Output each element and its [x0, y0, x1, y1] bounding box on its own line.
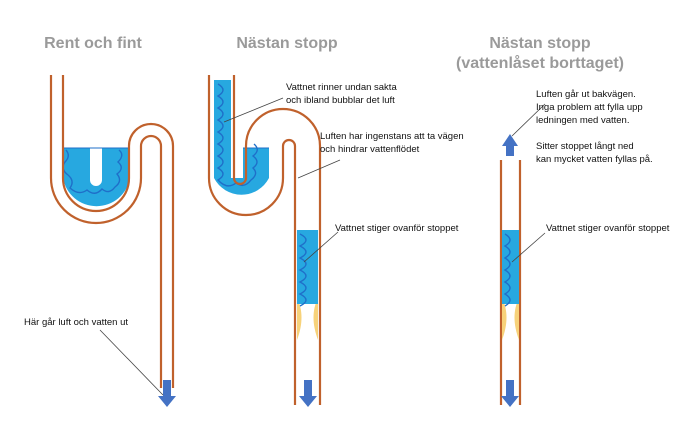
blockage [502, 298, 519, 340]
annotation-line: Luften har ingenstans att ta vägen [320, 131, 464, 142]
air-up-arrow-icon [502, 134, 518, 156]
standing-water-fill [297, 230, 318, 304]
annotation-line: Vattnet stiger ovanför stoppet [546, 223, 670, 234]
annotation-outflow: Här går luft och vatten ut [24, 316, 128, 329]
standing-water-fill [502, 230, 519, 304]
panel-trap-removed [499, 103, 546, 407]
leader-line [223, 97, 284, 123]
title-line: (vattenlåset borttaget) [455, 55, 625, 72]
trap-pipe-outer-wall [49, 75, 163, 388]
outflow-arrow-icon [299, 380, 317, 407]
outflow-arrow-icon [158, 380, 176, 407]
annotation-line: ledningen med vatten. [536, 115, 630, 126]
standing-water-squiggle [503, 233, 511, 307]
annotation-line: och hindrar vattenflödet [320, 144, 420, 155]
trap-pipe-inner-wall [61, 75, 175, 388]
title-line: Nästan stopp [236, 35, 338, 52]
annotation-line: kan mycket vatten fyllas på. [536, 154, 653, 165]
annotation-deep-blockage: Sitter stoppet långt ned kan mycket vatt… [536, 140, 653, 166]
annotation-line: Här går luft och vatten ut [24, 317, 129, 328]
annotation-line: Luften går ut bakvägen. [536, 89, 636, 100]
panel-title-clean: Rent och fint [38, 34, 148, 54]
annotation-slow-drain: Vattnet rinner undan sakta och ibland bu… [286, 81, 397, 107]
pipe-outer-wall [207, 75, 297, 405]
annotation-water-rises: Vattnet stiger ovanför stoppet [335, 222, 458, 235]
annotation-line: Inga problem att fylla upp [536, 102, 643, 113]
annotation-line: och ibland bubblar det luft [286, 95, 395, 106]
leader-line-outflow [99, 329, 164, 396]
inlet-water-squiggle [216, 83, 258, 187]
leader-line [511, 103, 546, 137]
annotation-line: Vattnet stiger ovanför stoppet [335, 223, 459, 234]
annotation-line: Vattnet rinner undan sakta [286, 82, 397, 93]
title-line: Nästan stopp [489, 35, 591, 52]
leader-line [303, 231, 339, 263]
panel-nearly-blocked [207, 75, 341, 407]
trap-water-fill [63, 148, 130, 207]
panel-title-nearly-blocked: Nästan stopp [232, 34, 342, 54]
outflow-arrow-icon [501, 380, 519, 407]
standing-water-squiggle [298, 233, 307, 307]
leader-line [297, 159, 341, 179]
annotation-line: Sitter stoppet långt ned [536, 141, 634, 152]
annotation-air-escapes: Luften går ut bakvägen. Inga problem att… [536, 88, 643, 127]
title-line: Rent och fint [44, 35, 142, 52]
blockage [297, 298, 318, 340]
annotation-water-rises: Vattnet stiger ovanför stoppet [546, 222, 669, 235]
panel-clean-trap [49, 75, 176, 407]
annotation-trapped-air: Luften har ingenstans att ta vägen och h… [320, 130, 464, 156]
leader-line [511, 232, 546, 263]
pipe-inner-wall [232, 75, 322, 405]
panel-title-trap-removed: Nästan stopp (vattenlåset borttaget) [440, 34, 640, 74]
